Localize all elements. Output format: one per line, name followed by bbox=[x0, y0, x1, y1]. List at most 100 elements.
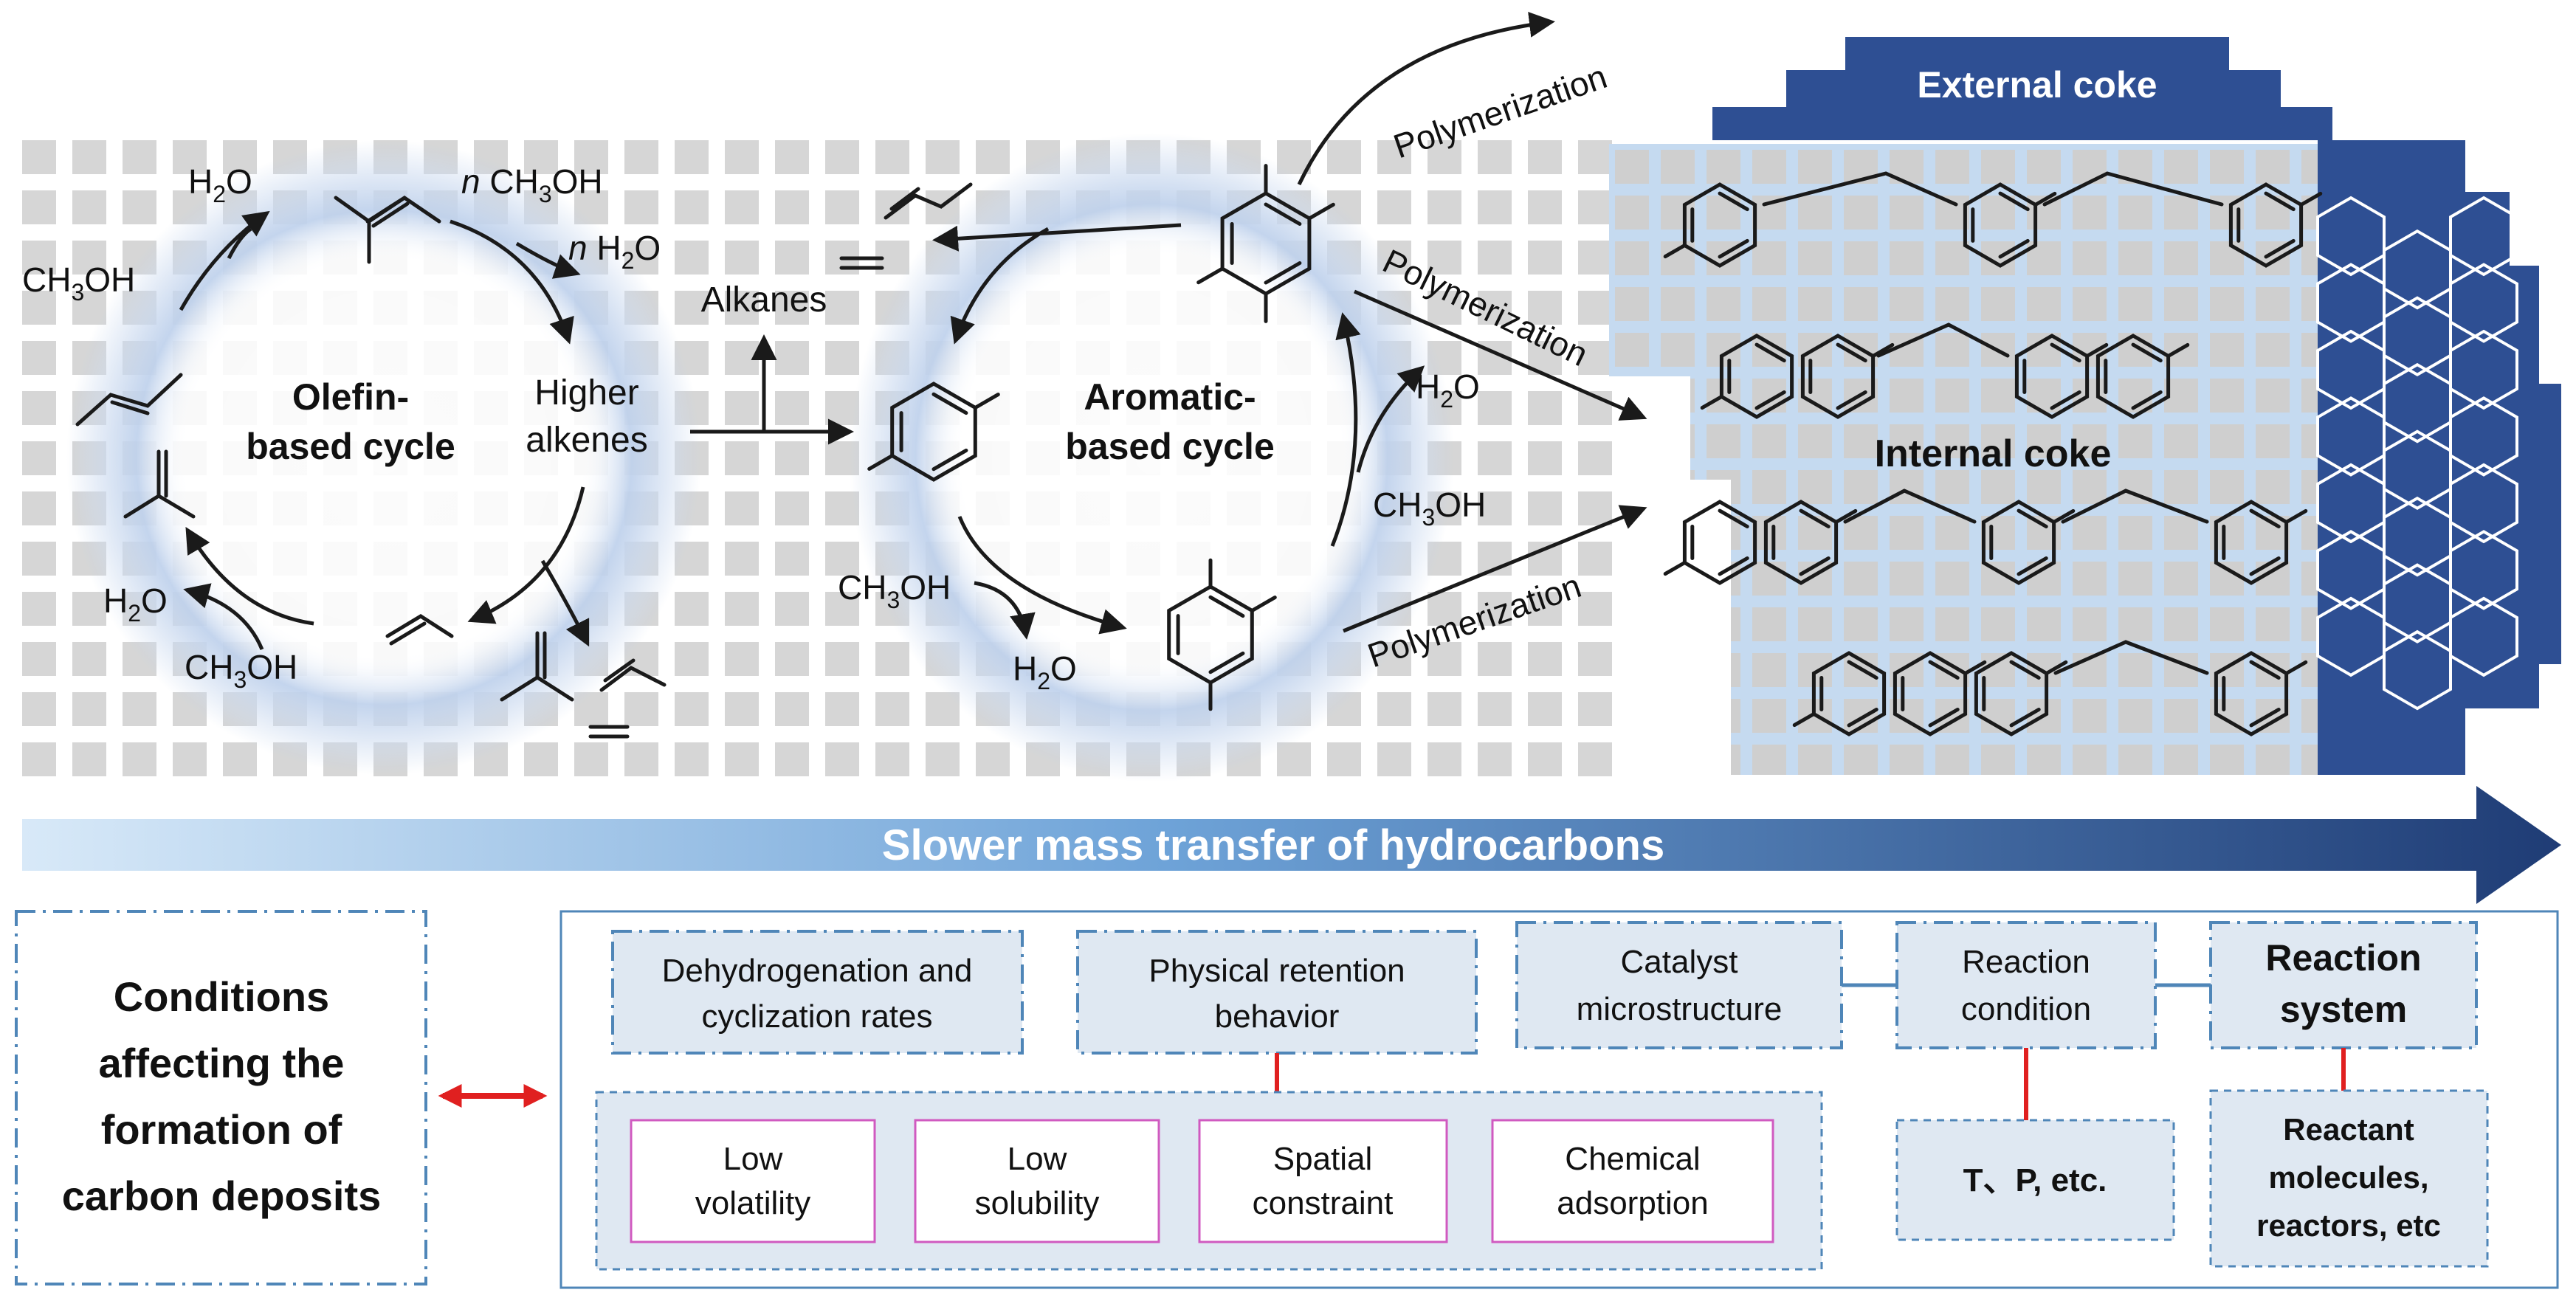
internal-cell bbox=[1981, 607, 2015, 641]
pore-tile bbox=[725, 140, 759, 174]
coke-ring-2-0-double-bond bbox=[1718, 508, 1749, 528]
internal-cell bbox=[1752, 699, 1786, 733]
conditions-line4: carbon deposits bbox=[62, 1173, 382, 1219]
coke-ring-3-3-methyl bbox=[2284, 660, 2308, 675]
internal-cell bbox=[1981, 379, 2015, 413]
pore-tile bbox=[926, 140, 960, 174]
aromatic-cycle-arrows bbox=[932, 11, 1647, 640]
ch3oh-bottom-left: CH3OH bbox=[185, 648, 297, 693]
xylene-ring-double-bond bbox=[931, 392, 968, 415]
condition-line1: Reaction bbox=[1962, 944, 2090, 980]
pore-tile bbox=[1578, 241, 1612, 275]
pore-tile bbox=[22, 140, 56, 174]
pore-tile bbox=[1528, 692, 1562, 726]
conditions-line2: affecting the bbox=[99, 1040, 345, 1086]
internal-cell bbox=[2164, 699, 2198, 733]
internal-cell bbox=[2164, 562, 2198, 596]
internal-cell bbox=[2073, 379, 2107, 413]
pore-tile bbox=[926, 742, 960, 776]
internal-cell bbox=[2073, 516, 2107, 550]
pore-tile bbox=[1578, 441, 1612, 475]
pore-tile bbox=[173, 140, 207, 174]
coke-ring-3-0 bbox=[1811, 651, 1887, 736]
internal-cell bbox=[2118, 516, 2152, 550]
pore-tile bbox=[1528, 391, 1562, 425]
pore-tile bbox=[624, 190, 658, 224]
aromatic-cycle-halo bbox=[849, 133, 1454, 782]
pore-tile bbox=[725, 592, 759, 626]
tetramethylbenzene-ring-double-bond bbox=[1264, 202, 1302, 226]
internal-cell bbox=[1798, 241, 1832, 275]
internal-cell bbox=[2301, 287, 2318, 321]
trimethylbenzene-ring-methyl bbox=[1250, 596, 1277, 612]
pore-tile bbox=[22, 441, 56, 475]
banner-label: Slower mass transfer of hydrocarbons bbox=[882, 821, 1664, 869]
spatial-line1: Spatial bbox=[1273, 1141, 1373, 1177]
internal-cell bbox=[1798, 150, 1832, 184]
internal-cell bbox=[1707, 287, 1740, 321]
internal-cell bbox=[2210, 379, 2244, 413]
internal-cell bbox=[1890, 241, 1924, 275]
coke-ring-0-1-double-bond bbox=[1998, 191, 2030, 212]
internal-cell bbox=[1890, 516, 1924, 550]
pore-tile bbox=[825, 341, 859, 375]
tetramethylbenzene-ring-double-bond bbox=[1264, 261, 1302, 285]
pore-tile bbox=[1528, 642, 1562, 676]
pore-tile bbox=[1478, 592, 1512, 626]
pore-tile bbox=[22, 592, 56, 626]
internal-cell bbox=[1798, 516, 1832, 550]
pore-tile bbox=[1428, 190, 1461, 224]
internal-cell bbox=[1661, 379, 1695, 413]
pore-tile bbox=[22, 391, 56, 425]
internal-cell bbox=[2256, 196, 2290, 230]
pore-tile bbox=[22, 190, 56, 224]
pore-tile bbox=[1377, 742, 1411, 776]
coke-ring-1-3-double-bond bbox=[2131, 390, 2163, 410]
pore-tile bbox=[1578, 692, 1612, 726]
pore-tile bbox=[1428, 692, 1461, 726]
pore-tile bbox=[624, 140, 658, 174]
internal-cell bbox=[2073, 745, 2107, 775]
pore-tile bbox=[1578, 642, 1612, 676]
pore-tile bbox=[775, 441, 809, 475]
pore-tile bbox=[976, 140, 1010, 174]
physical-line2: behavior bbox=[1215, 998, 1340, 1035]
pore-tile bbox=[825, 642, 859, 676]
pore-tile bbox=[875, 642, 909, 676]
olefin-cycle-structures bbox=[75, 195, 667, 739]
coke-ring-1-3-double-bond bbox=[2131, 342, 2163, 363]
internal-cell bbox=[1615, 607, 1649, 641]
internal-cell bbox=[2256, 607, 2290, 641]
internal-cell bbox=[1798, 196, 1832, 230]
internal-cell bbox=[2118, 287, 2152, 321]
internal-cell bbox=[2073, 699, 2107, 733]
pore-tile bbox=[725, 642, 759, 676]
pore-tile bbox=[22, 542, 56, 576]
pore-tile bbox=[1377, 140, 1411, 174]
graphitic-ring bbox=[2316, 196, 2386, 277]
pore-tile bbox=[1478, 642, 1512, 676]
internal-cell bbox=[1981, 287, 2015, 321]
graphitic-ring bbox=[2449, 196, 2518, 277]
coke-ring-0-2-methyl bbox=[2299, 191, 2323, 207]
internal-cell bbox=[1844, 607, 1878, 641]
internal-cell bbox=[1844, 196, 1878, 230]
internal-cell bbox=[1981, 653, 2015, 687]
condition-detail-box: T、P, etc. bbox=[1895, 1119, 2175, 1241]
coke-ring-2-2-double-bond bbox=[2017, 508, 2048, 528]
graphitic-ring bbox=[2449, 329, 2518, 410]
higher-alkenes-line1: Higher bbox=[534, 373, 638, 413]
pore-tile bbox=[223, 742, 257, 776]
internal-cell bbox=[1752, 607, 1786, 641]
n-h2o-label: n H2O bbox=[568, 229, 661, 274]
adsorption-line1: Chemical bbox=[1565, 1141, 1700, 1177]
internal-cell bbox=[1752, 424, 1786, 458]
system-detail-box: Reactant molecules, reactors, etc bbox=[2209, 1089, 2489, 1268]
internal-coke-label: Internal coke bbox=[1875, 432, 2112, 475]
solubility-line2: solubility bbox=[975, 1185, 1100, 1221]
internal-cell bbox=[2301, 379, 2318, 413]
internal-cell bbox=[1890, 287, 1924, 321]
pore-tile bbox=[72, 241, 106, 275]
internal-cell bbox=[1661, 699, 1695, 733]
external-coke-block: External coke bbox=[1712, 37, 2332, 140]
